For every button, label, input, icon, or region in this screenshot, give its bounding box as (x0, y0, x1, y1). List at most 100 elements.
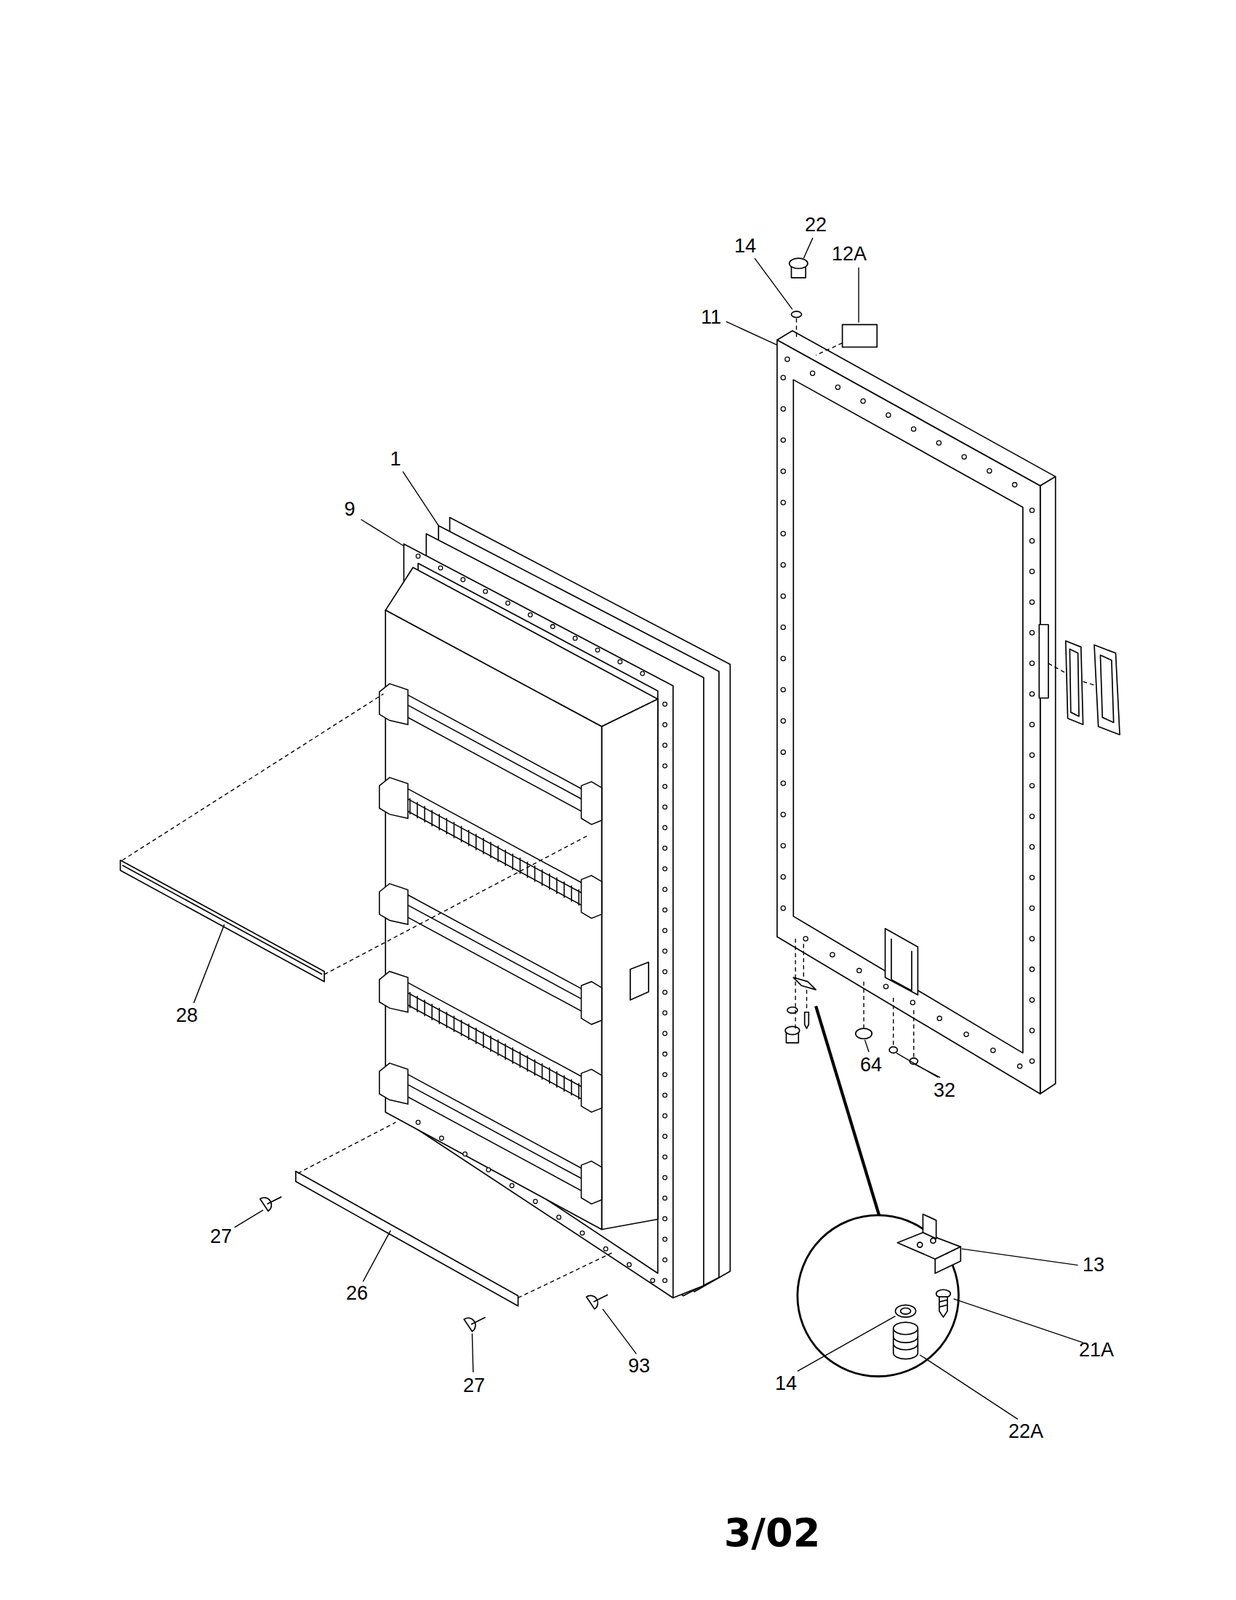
door-shelf (405, 693, 584, 813)
callout-number: 22 (804, 215, 827, 235)
shelf-grille (431, 1003, 433, 1020)
dashed-guide (324, 834, 590, 975)
shelf-end-cap (581, 981, 603, 1025)
callout-number: 27 (463, 1375, 485, 1396)
shelf-grille (556, 1070, 558, 1087)
dashed-guide (815, 343, 842, 356)
screw-hole (830, 952, 835, 957)
screw-hole (1029, 966, 1034, 972)
plug (889, 1046, 898, 1053)
screw-hole (663, 804, 668, 810)
screw-hole (663, 1092, 668, 1098)
washer (791, 311, 802, 317)
hinge-bracket (793, 977, 816, 990)
dashed-guide (794, 938, 796, 1029)
leader-line (857, 267, 859, 323)
screw-hole (650, 1278, 656, 1283)
screw-hole (663, 743, 668, 748)
leader-line (754, 258, 793, 309)
callout-number: 93 (628, 1355, 650, 1376)
screw-hole (1012, 482, 1018, 487)
shelf-end-cap (581, 875, 603, 919)
screw-hole (506, 600, 511, 605)
shelf-grille (468, 1023, 470, 1040)
bushing-ribs (893, 1336, 919, 1350)
callout-number: 11 (700, 307, 722, 328)
handle-gasket (1065, 640, 1084, 725)
screw-hole (936, 440, 941, 445)
shelf-grille (453, 1015, 456, 1032)
shelf-end-cap (581, 781, 603, 825)
shelf-grille (431, 809, 433, 826)
screw-hole (528, 612, 533, 618)
dashed-guide (298, 1121, 397, 1173)
bracket-hole (917, 1241, 923, 1247)
screw-hole (483, 588, 488, 594)
shelf-grille (578, 889, 580, 906)
screw-hole (580, 1230, 585, 1236)
door-shelf-edge (405, 903, 584, 1000)
shelf-grille (475, 1027, 477, 1044)
shelf-grille (482, 837, 485, 854)
door-opening (793, 379, 1023, 1053)
liner-tab (630, 961, 649, 1000)
bushing-22A-top (893, 1321, 919, 1335)
screw-hole (780, 624, 786, 629)
screw-hole (780, 594, 786, 599)
dashed-guide (122, 693, 384, 861)
shelf-grille (409, 991, 411, 1008)
screw-hole (460, 577, 466, 582)
screw-hole (780, 500, 786, 505)
handle (1094, 644, 1120, 735)
door-side-face (1040, 476, 1056, 1094)
screw-hole (663, 1216, 668, 1221)
dashed-guide (518, 1252, 613, 1298)
screw-hole (663, 784, 668, 789)
shelf-grille (468, 829, 470, 846)
screw-hole (663, 1010, 668, 1015)
screw-hole (1029, 905, 1034, 911)
screw-hole (438, 565, 443, 571)
screw-hole (780, 655, 786, 661)
shelf-grille (453, 821, 456, 838)
bar-edge (122, 865, 323, 975)
screw-hole (910, 999, 915, 1005)
shelf-grille (548, 1067, 551, 1084)
screw-hole (663, 1113, 668, 1118)
hinge-bracket-lip (934, 1246, 961, 1273)
screw-hole (964, 1031, 969, 1037)
screw-hole (603, 1246, 608, 1251)
screw-hole (1029, 508, 1034, 513)
shelf-grille (527, 861, 529, 878)
bar-26 (295, 1171, 519, 1306)
callout-number: 21A (1078, 1339, 1114, 1360)
screw-hole (780, 468, 786, 474)
dashed-guide (796, 318, 797, 337)
dashed-guide (1048, 663, 1067, 674)
screw-hole (1029, 569, 1034, 574)
screw-21A (939, 1296, 948, 1317)
leader-line (797, 1315, 896, 1372)
screw-hole (780, 874, 786, 880)
leader-line (726, 321, 778, 345)
shelf-grille (570, 884, 573, 901)
door-shelf (405, 893, 584, 1013)
screw-hole (663, 701, 668, 706)
screw-hole (415, 1119, 421, 1125)
screw-hole (1029, 691, 1034, 696)
screw-hole (663, 1174, 668, 1180)
screw-hole (663, 969, 668, 974)
screw-hole (1029, 875, 1034, 880)
screw-hole (1029, 813, 1034, 818)
shelf-grille (438, 1007, 440, 1024)
screw-hole (627, 1262, 632, 1267)
screw-hole (556, 1214, 562, 1220)
door-bracket-detail (891, 938, 912, 991)
screw-hole (1029, 752, 1034, 757)
callout-number: 9 (343, 499, 355, 520)
shelf-grille (541, 869, 544, 886)
screw-hole (663, 1236, 668, 1242)
shelf-grille (563, 1074, 565, 1091)
leader-line (234, 1209, 264, 1228)
